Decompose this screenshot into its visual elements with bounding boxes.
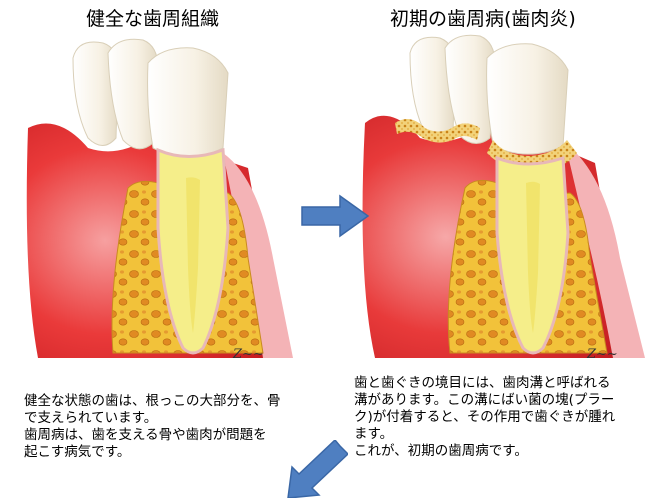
title-healthy-tissue: 健全な歯周組織 xyxy=(86,8,220,30)
caption-healthy: 健全な状態の歯は、根っこの大部分を、骨 で支えられています。 歯周病は、歯を支え… xyxy=(24,393,324,461)
svg-text:Z~~: Z~~ xyxy=(586,347,618,362)
caption-line: 健全な状態の歯は、根っこの大部分を、骨 xyxy=(24,393,281,409)
caption-line: で支えられています。 xyxy=(24,410,158,426)
healthy-tooth-illustration: Z~~ xyxy=(26,38,293,362)
caption-gingivitis: 歯と歯ぐきの境目には、歯肉溝と呼ばれる 溝があります。この溝にばい菌の塊(プラー… xyxy=(354,375,659,460)
svg-text:Z~~: Z~~ xyxy=(232,347,264,362)
caption-line: ます。 xyxy=(354,426,394,442)
down-left-arrow-icon xyxy=(287,440,348,498)
caption-line: 溝があります。この溝にばい菌の塊(プラー xyxy=(354,392,615,408)
caption-line: 起こす病気です。 xyxy=(24,444,131,460)
gingivitis-tooth-illustration: Z~~ xyxy=(362,34,645,362)
title-early-gingivitis: 初期の歯周病(歯肉炎) xyxy=(390,8,576,30)
caption-line: ク)が付着すると、その作用で歯ぐきが腫れ xyxy=(354,409,616,425)
right-arrow-icon xyxy=(301,194,370,238)
caption-line: これが、初期の歯周病です。 xyxy=(354,443,528,459)
caption-line: 歯周病は、歯を支える骨や歯肉が問題を xyxy=(24,427,267,443)
caption-line: 歯と歯ぐきの境目には、歯肉溝と呼ばれる xyxy=(354,375,611,391)
